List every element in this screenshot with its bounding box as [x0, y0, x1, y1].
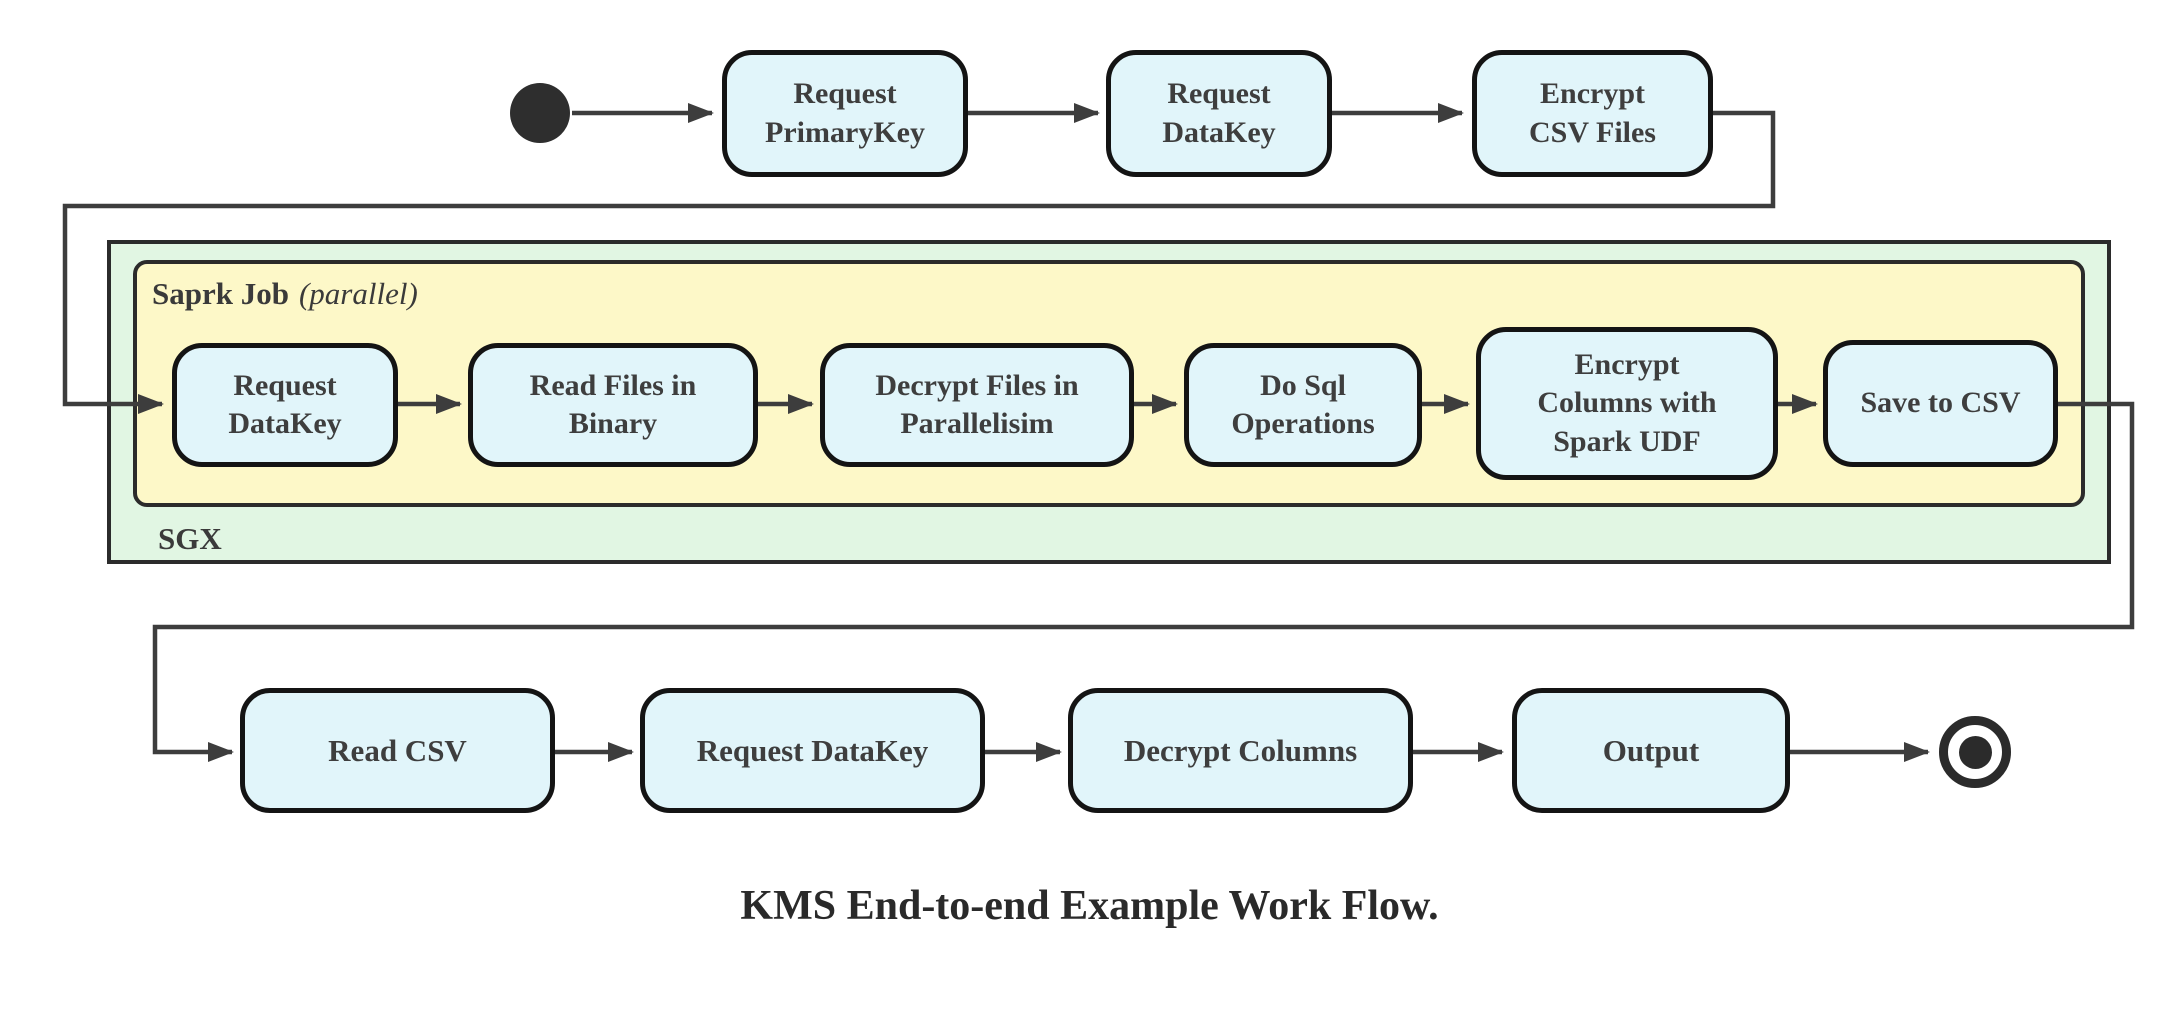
- node-label: Read CSV: [328, 732, 467, 768]
- node-label: Decrypt Columns: [1123, 732, 1358, 768]
- final-state-icon: [1939, 716, 2011, 788]
- node-decrypt-columns: Decrypt Columns: [1068, 688, 1413, 813]
- node-request-primarykey: Request PrimaryKey: [722, 50, 968, 177]
- node-request-datakey-bottom: Request DataKey: [640, 688, 985, 813]
- final-state-dot: [1958, 735, 1992, 769]
- node-label: Request DataKey: [1162, 77, 1276, 149]
- node-save-to-csv: Save to CSV: [1823, 340, 2058, 467]
- sgx-label: SGX: [158, 521, 222, 556]
- spark-job-title: Saprk Job: [152, 276, 289, 311]
- node-label: Output: [1602, 732, 1700, 768]
- node-decrypt-files-in-parallelisim: Decrypt Files in Parallelisim: [820, 343, 1134, 467]
- node-label: Read Files in Binary: [529, 368, 697, 440]
- node-label: Request DataKey: [696, 732, 929, 768]
- diagram-caption: KMS End-to-end Example Work Flow.: [740, 883, 1439, 929]
- node-label: Request DataKey: [228, 368, 342, 440]
- node-request-datakey-sgx: Request DataKey: [172, 343, 398, 467]
- node-label: Decrypt Files in Parallelisim: [875, 368, 1079, 440]
- node-label: Encrypt Columns with Spark UDF: [1537, 348, 1717, 458]
- node-read-files-in-binary: Read Files in Binary: [468, 343, 758, 467]
- node-encrypt-columns-with-spark-udf: Encrypt Columns with Spark UDF: [1476, 327, 1778, 480]
- initial-state-icon: [510, 83, 570, 143]
- node-do-sql-operations: Do Sql Operations: [1184, 343, 1422, 467]
- node-label: Save to CSV: [1860, 386, 2021, 420]
- node-label: Request PrimaryKey: [765, 77, 925, 149]
- node-request-datakey-top: Request DataKey: [1106, 50, 1332, 177]
- node-encrypt-csv-files: Encrypt CSV Files: [1472, 50, 1713, 177]
- node-label: Encrypt CSV Files: [1529, 77, 1656, 149]
- spark-job-qualifier: (parallel): [298, 276, 418, 311]
- node-read-csv: Read CSV: [240, 688, 555, 813]
- node-output: Output: [1512, 688, 1790, 813]
- node-label: Do Sql Operations: [1231, 368, 1375, 440]
- spark-job-label: Saprk Job (parallel): [152, 276, 418, 312]
